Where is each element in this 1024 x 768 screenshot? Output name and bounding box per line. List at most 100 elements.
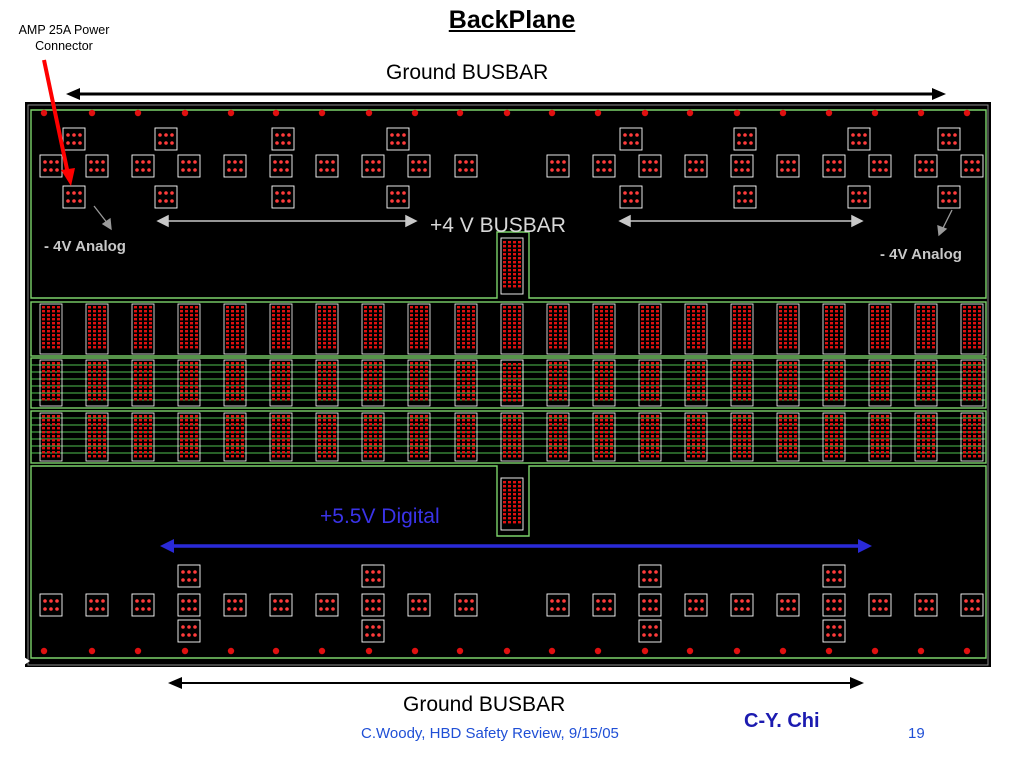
card-slot-connectors	[39, 303, 984, 462]
small-connector	[269, 593, 293, 617]
slot-connector	[500, 412, 524, 462]
ground-hole	[456, 109, 464, 117]
slot-connector	[361, 359, 385, 407]
slot-connector	[269, 359, 293, 407]
slot-connector	[868, 359, 892, 407]
slot-connector	[131, 303, 155, 355]
ground-screw-holes	[40, 109, 971, 655]
slot-connector	[638, 359, 662, 407]
slot-connector	[730, 303, 754, 355]
small-connector	[361, 593, 385, 617]
small-connector	[868, 154, 892, 178]
small-connector	[776, 154, 800, 178]
small-connector	[131, 154, 155, 178]
center-connector	[500, 477, 524, 531]
ground-hole	[779, 109, 787, 117]
ground-hole	[594, 109, 602, 117]
digital-busbar-arrow	[160, 539, 872, 553]
ground-hole	[779, 647, 787, 655]
slot-connector	[315, 303, 339, 355]
small-connector	[960, 154, 984, 178]
small-connector	[776, 593, 800, 617]
ground-hole	[88, 647, 96, 655]
small-connector	[592, 154, 616, 178]
ground-hole	[88, 109, 96, 117]
slot-connector	[914, 412, 938, 462]
ground-hole	[686, 647, 694, 655]
small-connector	[223, 154, 247, 178]
ground-hole	[272, 647, 280, 655]
slot-connector	[407, 359, 431, 407]
slot-connector	[638, 412, 662, 462]
slot-connector	[361, 412, 385, 462]
board-corner-marker	[24, 657, 30, 665]
small-connector	[85, 154, 109, 178]
small-connector	[154, 185, 178, 209]
slot-connector	[776, 303, 800, 355]
small-connector	[386, 127, 410, 151]
ground-hole	[686, 109, 694, 117]
slot-connector	[177, 303, 201, 355]
ground-hole	[963, 647, 971, 655]
slot-connector	[407, 303, 431, 355]
slot-connector	[730, 359, 754, 407]
digital-busbar-label: +5.5V Digital	[320, 505, 440, 528]
slot-connector	[822, 303, 846, 355]
small-connector	[454, 154, 478, 178]
small-connector	[271, 127, 295, 151]
small-connector	[62, 185, 86, 209]
small-connector	[822, 593, 846, 617]
slot-connector	[454, 359, 478, 407]
ground-busbar-top-arrow	[66, 88, 946, 100]
ground-hole	[825, 109, 833, 117]
plus4-busbar-arrows	[156, 214, 864, 228]
slot-connector	[269, 412, 293, 462]
ground-hole	[548, 647, 556, 655]
small-connector	[386, 185, 410, 209]
ground-hole	[134, 647, 142, 655]
slot-connector	[500, 303, 524, 355]
ground-hole	[456, 647, 464, 655]
ground-hole	[503, 109, 511, 117]
ground-hole	[594, 647, 602, 655]
ground-busbar-top-label: Ground BUSBAR	[386, 61, 549, 84]
slot-connector	[684, 412, 708, 462]
slot-connector	[85, 303, 109, 355]
center-connector	[500, 359, 524, 407]
small-connector	[592, 593, 616, 617]
ground-hole	[227, 647, 235, 655]
amp-connector-arrow	[42, 59, 75, 186]
ground-hole	[134, 109, 142, 117]
small-connector	[131, 593, 155, 617]
small-connector	[822, 564, 846, 588]
small-connector	[407, 593, 431, 617]
ground-hole	[963, 109, 971, 117]
ground-hole	[871, 647, 879, 655]
small-connector	[822, 619, 846, 643]
small-connector	[684, 593, 708, 617]
slot-connector	[39, 412, 63, 462]
ground-hole	[40, 109, 48, 117]
small-connector	[361, 564, 385, 588]
slot-connector	[269, 303, 293, 355]
ground-hole	[181, 109, 189, 117]
small-connector	[177, 564, 201, 588]
ground-hole	[318, 109, 326, 117]
ground-hole	[548, 109, 556, 117]
small-connector	[847, 185, 871, 209]
slot-connector	[776, 412, 800, 462]
slot-connector	[592, 303, 616, 355]
minus4-analog-left-label: - 4V Analog	[44, 238, 126, 255]
slot-connector	[315, 359, 339, 407]
slide-footer: C.Woody, HBD Safety Review, 9/15/05	[361, 725, 619, 742]
slot-connector	[914, 303, 938, 355]
slot-connector	[407, 412, 431, 462]
small-connector	[914, 593, 938, 617]
slot-connector	[177, 412, 201, 462]
slot-connector	[730, 412, 754, 462]
slot-connector	[546, 359, 570, 407]
minus4-pointer-arrows	[93, 205, 953, 237]
slot-connector	[223, 359, 247, 407]
small-connector	[62, 127, 86, 151]
